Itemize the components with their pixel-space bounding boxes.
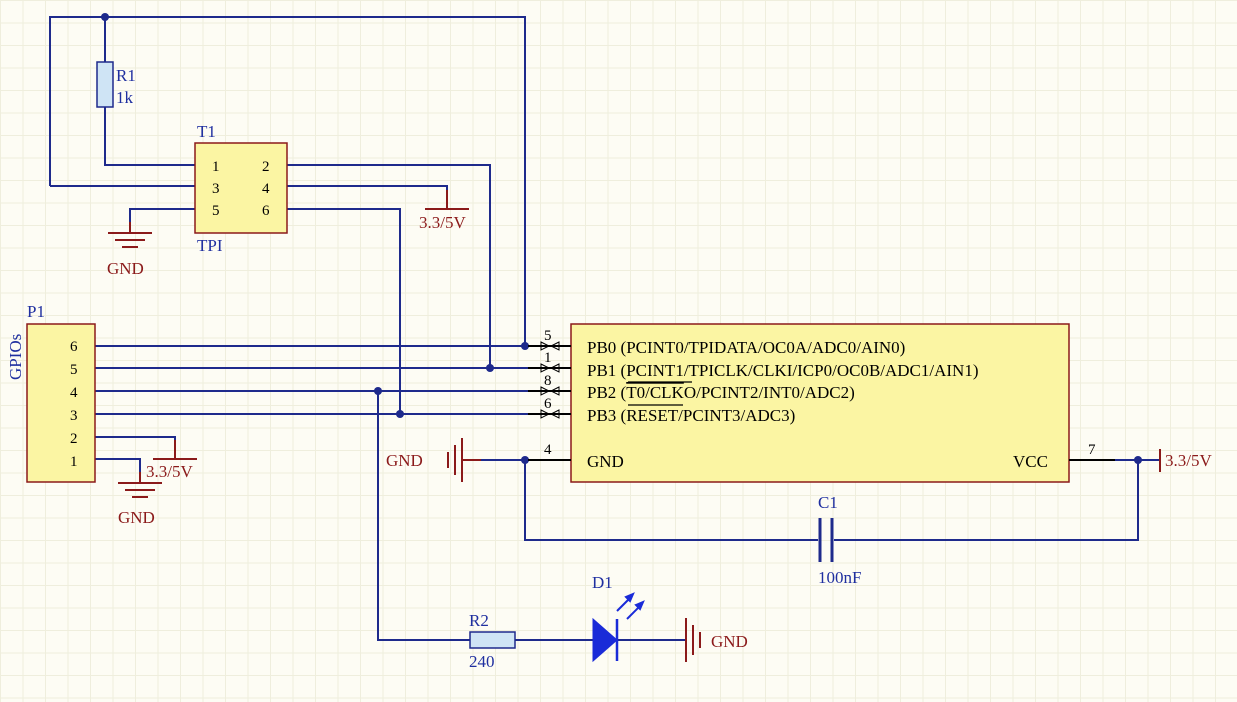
gpio-header[interactable]: P1 GPIOs 6 5 4 3 2 1 bbox=[6, 302, 96, 483]
wire-r1-top-to-pb0 bbox=[49, 16, 526, 346]
tpi-header[interactable]: T1 TPI 1 2 3 4 5 6 bbox=[194, 122, 288, 255]
pin-number: 7 bbox=[1088, 442, 1096, 458]
gnd-symbol: GND bbox=[685, 618, 748, 662]
gpio-pin-label: 1 bbox=[70, 454, 78, 470]
junction-dot bbox=[521, 456, 529, 464]
led-d1-designator: D1 bbox=[592, 573, 613, 592]
junction-dot bbox=[101, 13, 109, 21]
resistor-r2-designator: R2 bbox=[469, 611, 489, 630]
microcontroller-body bbox=[570, 323, 1070, 483]
tpi-designator: T1 bbox=[197, 122, 216, 141]
led-d1[interactable]: D1 bbox=[592, 573, 645, 663]
io-arrow-icon bbox=[540, 341, 560, 419]
tpi-pin-label: 6 bbox=[262, 203, 270, 219]
tpi-pin-label: 4 bbox=[262, 181, 270, 197]
led-triangle-icon bbox=[592, 617, 618, 663]
vcc-label: 3.3/5V bbox=[419, 213, 466, 232]
wire-tpi6-to-pb3 bbox=[287, 208, 401, 414]
vcc-symbol: 3.3/5V bbox=[146, 440, 197, 481]
gpio-pin-label: 5 bbox=[70, 362, 78, 378]
tpi-pin-label: 1 bbox=[212, 159, 220, 175]
gnd-label: GND bbox=[711, 632, 748, 651]
pin-label-gnd: GND bbox=[587, 452, 624, 471]
led-light-arrows-icon bbox=[616, 592, 645, 620]
resistor-r2-value: 240 bbox=[469, 652, 495, 671]
resistor-r1-value: 1k bbox=[116, 88, 134, 107]
gpio-designator: P1 bbox=[27, 302, 45, 321]
tpi-pin-label: 5 bbox=[212, 203, 220, 219]
wire-tpi2-to-pb1 bbox=[287, 164, 491, 368]
gnd-label: GND bbox=[386, 451, 423, 470]
wire-vcc-to-c1 bbox=[834, 460, 1139, 541]
resistor-r1-designator: R1 bbox=[116, 66, 136, 85]
vcc-symbol: 3.3/5V bbox=[419, 190, 469, 232]
gpio-comment: GPIOs bbox=[6, 334, 25, 380]
gnd-symbol: GND bbox=[107, 222, 152, 278]
wire-pb2-to-r2 bbox=[377, 391, 470, 641]
gnd-label: GND bbox=[118, 508, 155, 527]
pin-label-vcc: VCC bbox=[1013, 452, 1048, 471]
wire-tpi4-vcc bbox=[287, 185, 448, 209]
wire-gnd-to-c1 bbox=[524, 460, 818, 541]
resistor-r2-body bbox=[469, 631, 516, 649]
gpio-pin-label: 3 bbox=[70, 408, 78, 424]
wire-gpio2-vcc bbox=[95, 436, 176, 459]
pin-label-pb3: PB3 (RESET/PCINT3/ADC3) bbox=[587, 406, 795, 425]
resistor-r1-body bbox=[96, 61, 114, 108]
resistor-r1[interactable]: R1 1k bbox=[96, 61, 136, 108]
resistor-r2[interactable]: R2 240 bbox=[469, 611, 516, 671]
pin-number: 8 bbox=[544, 373, 552, 389]
gnd-symbol: GND bbox=[386, 438, 481, 482]
wire-r1-lower-to-tpi1 bbox=[104, 107, 195, 166]
pin-number: 1 bbox=[544, 350, 552, 366]
wire-tpi5-gnd bbox=[129, 208, 195, 233]
capacitor-c1-designator: C1 bbox=[818, 493, 838, 512]
gpio-pin-label: 2 bbox=[70, 431, 78, 447]
pin-label-pb2: PB2 (T0/CLKO/PCINT2/INT0/ADC2) bbox=[587, 383, 855, 402]
gpio-pin-label: 4 bbox=[70, 385, 78, 401]
pin-label-pb1: PB1 (PCINT1/TPICLK/CLKI/ICP0/OC0B/ADC1/A… bbox=[587, 361, 979, 380]
capacitor-c1-value: 100nF bbox=[818, 568, 861, 587]
junction-dot bbox=[521, 342, 529, 350]
vcc-label: 3.3/5V bbox=[1165, 451, 1212, 470]
capacitor-c1[interactable]: C1 100nF bbox=[818, 493, 861, 587]
vcc-symbol: 3.3/5V bbox=[1159, 449, 1212, 472]
tpi-comment: TPI bbox=[197, 236, 223, 255]
junctions bbox=[101, 13, 1142, 464]
pin-number: 5 bbox=[544, 328, 552, 344]
gnd-label: GND bbox=[107, 259, 144, 278]
tpi-pin-label: 3 bbox=[212, 181, 220, 197]
pin-number: 4 bbox=[544, 442, 552, 458]
tpi-body bbox=[194, 142, 288, 234]
pin-label-pb0: PB0 (PCINT0/TPIDATA/OC0A/ADC0/AIN0) bbox=[587, 338, 905, 357]
junction-dot bbox=[1134, 456, 1142, 464]
gpio-pin-label: 6 bbox=[70, 339, 78, 355]
pin-number: 6 bbox=[544, 396, 552, 412]
junction-dot bbox=[396, 410, 404, 418]
junction-dot bbox=[486, 364, 494, 372]
vcc-label: 3.3/5V bbox=[146, 462, 193, 481]
wire-gpio1-gnd bbox=[95, 458, 141, 483]
junction-dot bbox=[374, 387, 382, 395]
microcontroller[interactable]: 5 1 8 6 4 7 PB0 (PCINT0/TPIDATA/OC0A/ADC… bbox=[528, 323, 1115, 483]
gnd-symbol: GND bbox=[118, 472, 162, 527]
tpi-pin-label: 2 bbox=[262, 159, 270, 175]
gpio-body bbox=[26, 323, 96, 483]
